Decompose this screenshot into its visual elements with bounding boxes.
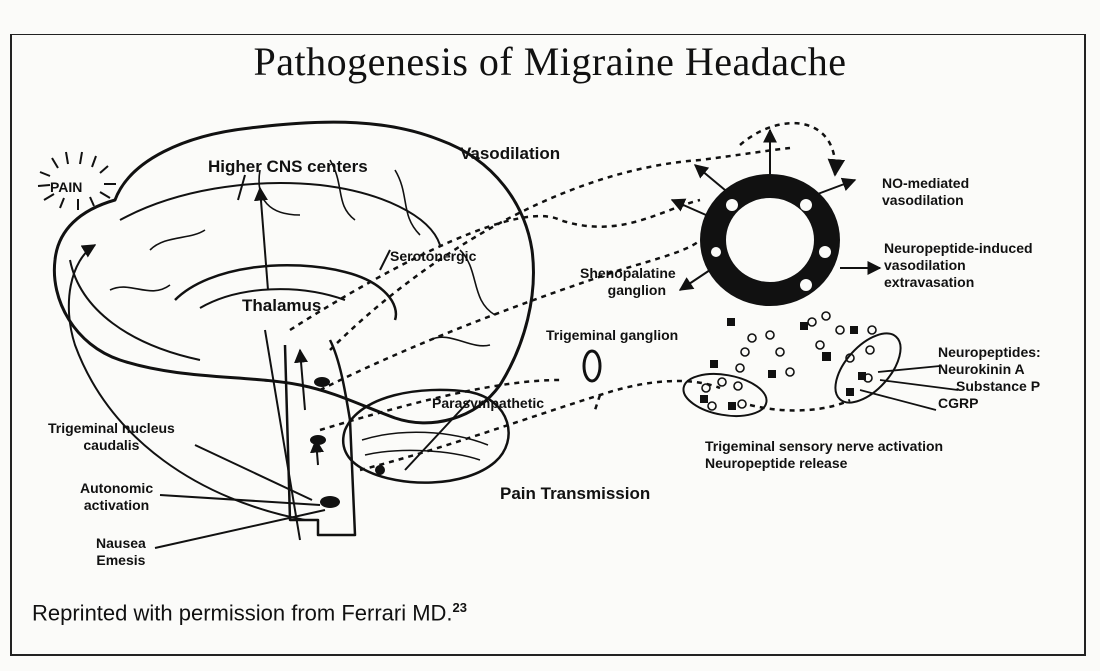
brain-outline xyxy=(54,122,533,540)
label-shenopalatine-line2: ganglion xyxy=(580,282,676,299)
label-parasympathetic: Parasympathetic xyxy=(432,395,544,412)
label-substance-p: Substance P xyxy=(938,378,1041,395)
label-no-mediated: NO-mediated vasodilation xyxy=(882,175,969,209)
label-no-mediated-line2: vasodilation xyxy=(882,192,969,209)
label-cgrp: CGRP xyxy=(938,395,1041,412)
brainstem-nuclei xyxy=(310,377,385,508)
label-neuropeptides-list: Neuropeptides: Neurokinin A Substance P … xyxy=(938,344,1041,412)
label-nausea-line1: Nausea xyxy=(96,535,146,552)
label-sensory-activation: Trigeminal sensory nerve activation Neur… xyxy=(705,438,943,472)
label-trigeminal-nucleus-line2: caudalis xyxy=(48,437,175,454)
label-neuropeptide-induced: Neuropeptide-induced vasodilation extrav… xyxy=(884,240,1033,291)
label-autonomic-line2: activation xyxy=(80,497,153,514)
label-neuropeptide-induced-line3: extravasation xyxy=(884,274,1033,291)
label-autonomic: Autonomic activation xyxy=(80,480,153,514)
label-vasodilation: Vasodilation xyxy=(460,145,560,162)
caption-reference: 23 xyxy=(453,600,467,615)
label-pain: PAIN xyxy=(50,179,82,196)
label-autonomic-line1: Autonomic xyxy=(80,480,153,497)
label-sensory-line1: Trigeminal sensory nerve activation xyxy=(705,438,943,455)
label-thalamus: Thalamus xyxy=(242,297,321,314)
label-nausea: Nausea Emesis xyxy=(96,535,146,569)
label-sensory-line2: Neuropeptide release xyxy=(705,455,943,472)
label-nausea-line2: Emesis xyxy=(96,552,146,569)
label-trigeminal-nucleus: Trigeminal nucleus caudalis xyxy=(48,420,175,454)
label-serotonergic: Serotonergic xyxy=(390,248,476,265)
label-neuropeptide-induced-line2: vasodilation xyxy=(884,257,1033,274)
label-pain-transmission: Pain Transmission xyxy=(500,485,650,502)
label-no-mediated-line1: NO-mediated xyxy=(882,175,969,192)
caption-text: Reprinted with permission from Ferrari M… xyxy=(32,600,453,625)
label-trigeminal-nucleus-line1: Trigeminal nucleus xyxy=(48,420,175,437)
label-trigeminal-ganglion: Trigeminal ganglion xyxy=(546,327,678,344)
caption: Reprinted with permission from Ferrari M… xyxy=(32,600,467,626)
label-shenopalatine: Shenopalatine ganglion xyxy=(580,265,676,299)
label-neuropeptide-induced-line1: Neuropeptide-induced xyxy=(884,240,1033,257)
label-neurokinin-a: Neurokinin A xyxy=(938,361,1041,378)
label-shenopalatine-line1: Shenopalatine xyxy=(580,265,676,282)
label-neuropeptides-heading: Neuropeptides: xyxy=(938,344,1041,361)
label-higher-cns: Higher CNS centers xyxy=(208,158,368,175)
